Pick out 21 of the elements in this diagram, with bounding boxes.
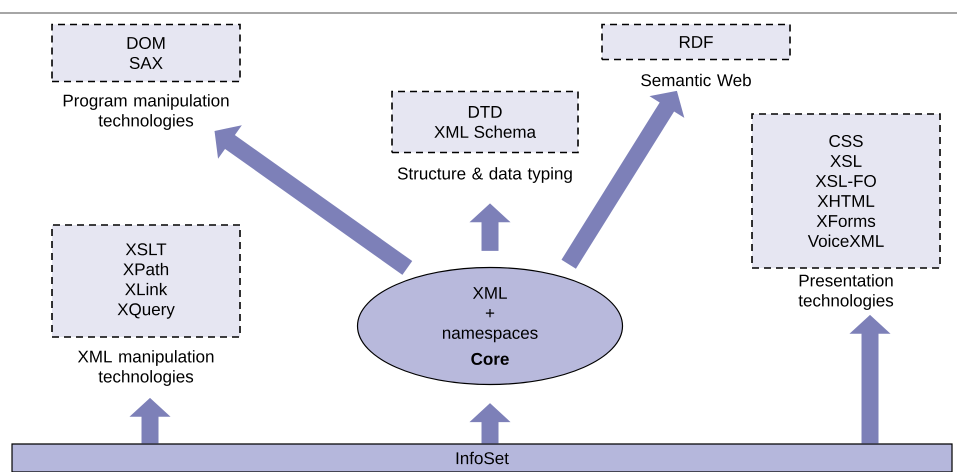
node-label: XPath (123, 262, 168, 276)
node-label: XHTML (818, 195, 874, 207)
caption-text: XML manipulation technologies (78, 350, 214, 386)
dashed-box: DTD XML Schema (391, 90, 579, 154)
node-label: XLink (125, 282, 168, 296)
node-label: CSS (829, 134, 863, 148)
layer-bar: InfoSet (11, 443, 953, 472)
dashed-box: DOM SAX (51, 24, 241, 82)
dashed-box: RDF (601, 24, 791, 60)
node-label: XSLT (126, 243, 166, 256)
node-label: XSL-FO (816, 174, 876, 188)
dashed-box: XSLT XPath XLink XQuery (51, 224, 241, 338)
node-label: XQuery (118, 303, 175, 319)
node-label: XForms (816, 215, 876, 228)
caption-text: Presentation technologies (798, 274, 894, 310)
node-label: VoiceXML (808, 234, 884, 248)
caption-text: Structure & data typing (398, 167, 572, 183)
caption-text: Semantic Web (641, 74, 751, 86)
caption-text: Program manipulation technologies (64, 94, 228, 130)
node-label: XSL (830, 154, 862, 168)
dashed-box: CSS XSL XSL-FO XHTML XForms VoiceXML (751, 113, 941, 269)
